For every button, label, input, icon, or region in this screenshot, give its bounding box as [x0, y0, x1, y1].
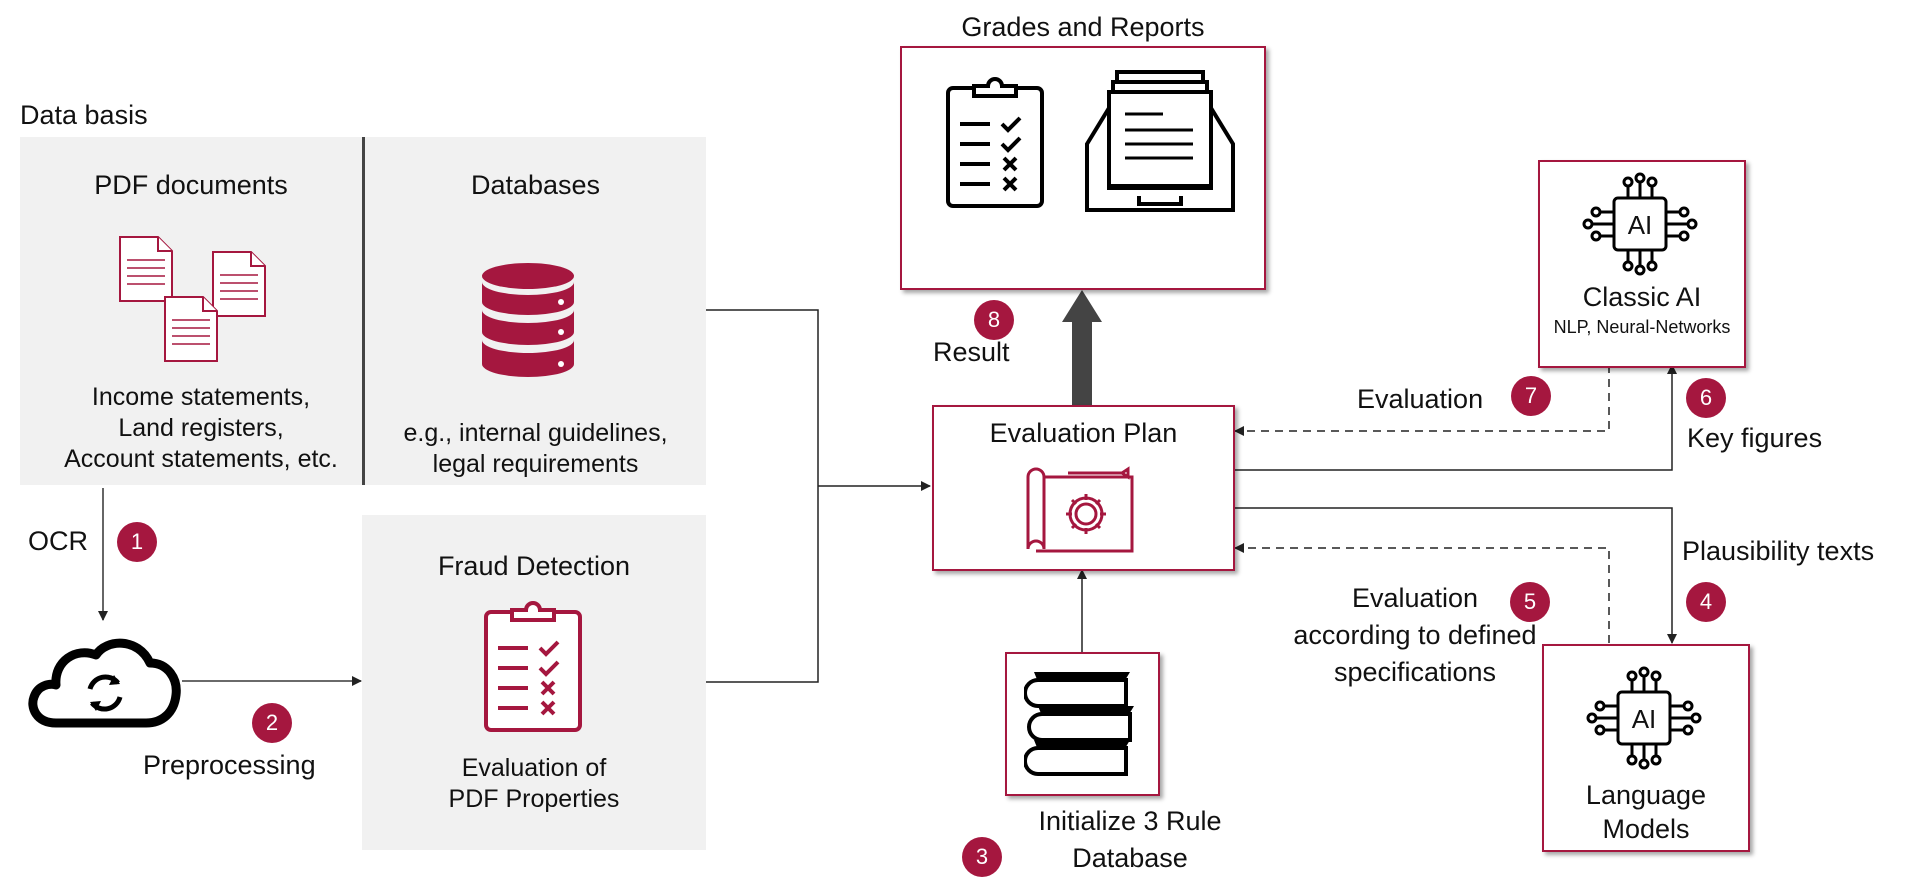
evaluation-classic-label: Evaluation: [1357, 384, 1484, 414]
arrow-evaluation-classic: [1234, 365, 1610, 436]
pdf-desc-line-1: Income statements,: [91, 383, 311, 411]
ocr-label: OCR: [28, 526, 88, 556]
fraud-detection-desc: Evaluation of PDF Properties: [362, 753, 706, 815]
language-models-chip-label: AI: [1631, 704, 1657, 734]
language-models-box: [1542, 644, 1750, 852]
grades-reports-title: Grades and Reports: [961, 12, 1205, 42]
step-3-badge: 3: [962, 837, 1002, 877]
step-1-badge: 1: [117, 522, 157, 562]
step-2-badge: 2: [252, 703, 292, 743]
cloud-sync-icon: [28, 638, 181, 728]
pdf-desc-line-3: Account statements, etc.: [64, 445, 338, 473]
step-5-badge: 5: [1510, 582, 1550, 622]
arrow-plausibility: [1233, 507, 1677, 644]
databases-desc: e.g., internal guidelines, legal require…: [365, 418, 706, 480]
databases-desc-line-2: legal requirements: [432, 450, 639, 478]
step-7-badge: 7: [1511, 376, 1551, 416]
language-models-title: Language Models: [1542, 778, 1750, 846]
pdf-desc-line-2: Land registers,: [118, 414, 284, 442]
result-label: Result: [933, 337, 1010, 367]
preprocessing-label: Preprocessing: [143, 750, 316, 780]
classic-ai-box: [1538, 160, 1746, 368]
classic-ai-title: Classic AI: [1582, 282, 1702, 312]
evaluation-plan-box: [932, 405, 1235, 571]
evaluation-lm-line-2: according to defined: [1293, 620, 1537, 650]
rule-database-line-2: Database: [1072, 843, 1188, 873]
ai-chip-icon: [1586, 666, 1702, 770]
clipboard-checklist-icon: [484, 601, 582, 732]
rule-database-line-1: Initialize 3 Rule: [1038, 806, 1222, 836]
data-basis-title: Data basis: [20, 100, 148, 130]
evaluation-lm-label: Evaluation according to defined specific…: [1270, 580, 1560, 691]
arrow-key-figures: [1233, 364, 1677, 471]
blueprint-gear-icon: [1026, 466, 1134, 553]
pdf-documents-desc: Income statements, Land registers, Accou…: [40, 382, 362, 475]
language-models-line-1: Language: [1585, 780, 1707, 810]
file-drawer-icon: [1085, 70, 1235, 212]
fraud-desc-line-1: Evaluation of: [461, 754, 607, 782]
database-icon: [482, 263, 574, 377]
step-4-badge: 4: [1686, 582, 1726, 622]
connector-databases-fraud-to-plan: [706, 309, 931, 683]
evaluation-plan-title: Evaluation Plan: [989, 418, 1178, 448]
databases-title: Databases: [470, 170, 601, 200]
step-6-badge: 6: [1686, 378, 1726, 418]
databases-desc-line-1: e.g., internal guidelines,: [403, 419, 668, 447]
arrow-result: [1062, 290, 1102, 405]
data-basis-divider: [362, 137, 365, 485]
clipboard-checklist-icon: [946, 77, 1044, 208]
language-models-line-2: Models: [1602, 814, 1690, 844]
fraud-detection-title: Fraud Detection: [437, 551, 631, 581]
classic-ai-subtitle: NLP, Neural-Networks: [1553, 317, 1731, 337]
pdf-documents-title: PDF documents: [94, 170, 288, 200]
plausibility-texts-label: Plausibility texts: [1682, 536, 1875, 566]
books-icon: [1024, 672, 1134, 776]
arrow-evaluation-lm: [1234, 543, 1610, 643]
document-icon: [119, 236, 266, 362]
evaluation-lm-line-1: Evaluation: [1351, 583, 1479, 613]
fraud-desc-line-2: PDF Properties: [448, 785, 620, 813]
step-8-badge: 8: [974, 300, 1014, 340]
rule-database-label: Initialize 3 Rule Database: [1010, 803, 1250, 877]
key-figures-label: Key figures: [1687, 423, 1823, 453]
ai-chip-icon: [1582, 172, 1698, 276]
classic-ai-chip-label: AI: [1627, 210, 1653, 240]
evaluation-lm-line-3: specifications: [1333, 657, 1497, 687]
